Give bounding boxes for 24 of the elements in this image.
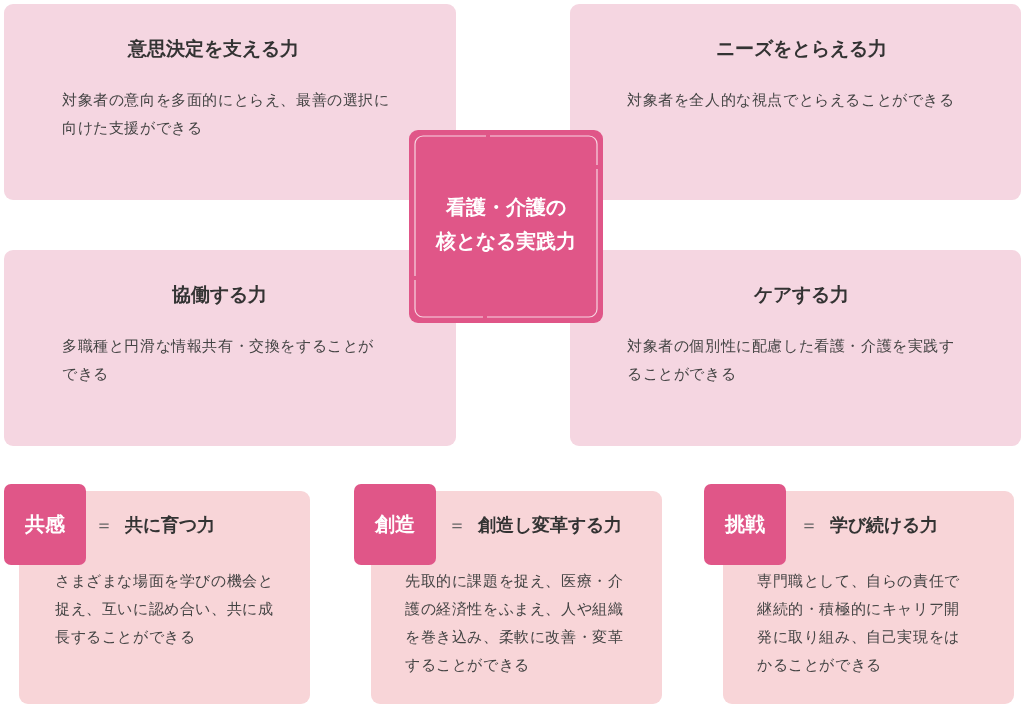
heading: 協働する力 [170, 282, 268, 307]
heading: ケアする力 [752, 282, 850, 307]
description: 対象者の意向を多面的にとらえ、最善の選択に向けた支援ができる [62, 90, 391, 139]
subheading: ＝ 学び続ける力 [800, 513, 938, 537]
description: さまざまな場面を学びの機会と捉え、互いに認め合い、共に成長することができる [55, 571, 275, 648]
subheading: ＝ 共に育つ力 [95, 513, 215, 537]
heading: ニーズをとらえる力 [714, 36, 888, 61]
description: 専門職として、自らの責任で継続的・積極的にキャリア開発に取り組み、自己実現をはかることができる [757, 571, 961, 676]
description: 先取的に課題を捉え、医療・介護の経済性をふまえ、人や組織を巻き込み、柔軟に改善・変革することができる [405, 571, 625, 676]
competency-panel [570, 250, 1021, 446]
heading: 意思決定を支える力 [126, 36, 300, 61]
competency-card [19, 491, 310, 704]
description: 多職種と円滑な情報共有・交換をすることができる [62, 336, 375, 385]
competency-panel [570, 4, 1021, 200]
keyword-tag: 共感 [4, 484, 86, 565]
core-title: 看護・介護の核となる実践力 [434, 194, 577, 255]
competency-card [723, 491, 1014, 704]
competency-card [371, 491, 662, 704]
competency-panel [4, 250, 456, 446]
keyword-tag: 挑戦 [704, 484, 786, 565]
subheading: ＝ 創造し変革する力 [448, 513, 622, 537]
keyword-tag: 創造 [354, 484, 436, 565]
description: 対象者の個別性に配慮した看護・介護を実践することができる [627, 336, 956, 385]
description: 対象者を全人的な視点でとらえることができる [627, 90, 956, 111]
